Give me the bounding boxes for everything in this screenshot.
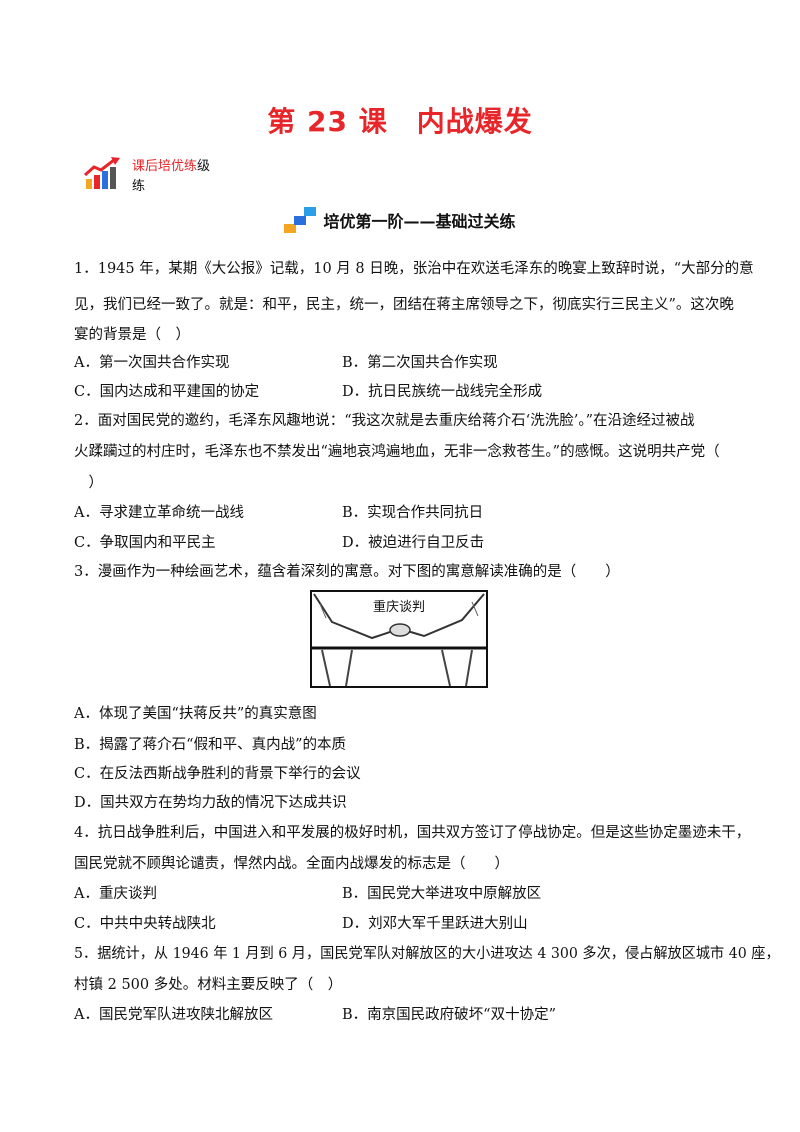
question-4-line-2: 国民党就不顾舆论谴责，悍然内战。全面内战爆发的标志是（ ） bbox=[74, 856, 509, 872]
question-5-line-2: 村镇 2 500 多处。材料主要反映了（ ） bbox=[74, 977, 343, 993]
q3-option-a[interactable]: A．体现了美国“扶蒋反共”的真实意图 bbox=[74, 706, 317, 722]
question-4-line-1: 4．抗日战争胜利后，中国进入和平发展的极好时机，国共双方签订了停战协定。但是这些… bbox=[74, 825, 751, 841]
q5-option-b[interactable]: B．南京国民政府破坏“双十协定” bbox=[342, 1007, 556, 1023]
q4-option-a[interactable]: A．重庆谈判 bbox=[74, 886, 157, 902]
section-header: 培优第一阶——基础过关练 bbox=[0, 206, 800, 234]
page-title: 第 23 课 内战爆发 bbox=[267, 105, 533, 138]
q4-option-c[interactable]: C．中共中央转战陕北 bbox=[74, 916, 216, 932]
q3-option-b[interactable]: B．揭露了蒋介石“假和平、真内战”的本质 bbox=[74, 737, 346, 753]
badge-label-red: 课后培优练 bbox=[132, 159, 198, 174]
question-2-line-3: ） bbox=[74, 475, 103, 491]
question-1-line-3: 宴的背景是（ ） bbox=[74, 327, 190, 343]
q2-option-b[interactable]: B．实现合作共同抗日 bbox=[342, 505, 484, 521]
badge-text: 课后培优练级 练 bbox=[132, 157, 242, 197]
question-2-line-2: 火蹂躏过的村庄时，毛泽东也不禁发出“遍地哀鸿遍地血，无非一念救苍生。”的感慨。这… bbox=[74, 444, 720, 460]
q2-option-d[interactable]: D．被迫进行自卫反击 bbox=[342, 535, 485, 551]
q1-option-c[interactable]: C．国内达成和平建国的协定 bbox=[74, 384, 260, 400]
q2-option-c[interactable]: C．争取国内和平民主 bbox=[74, 535, 216, 551]
question-1-line-2: 见，我们已经一致了。就是：和平，民主，统一，团结在蒋主席领导之下，彻底实行三民主… bbox=[74, 297, 734, 313]
q4-option-b[interactable]: B．国民党大举进攻中原解放区 bbox=[342, 886, 542, 902]
question-1-line-1: 1．1945 年，某期《大公报》记载，10 月 8 日晚，张治中在欢送毛泽东的晚… bbox=[74, 261, 754, 277]
q3-option-d[interactable]: D．国共双方在势均力敌的情况下达成共识 bbox=[74, 795, 347, 811]
question-5-line-1: 5．据统计，从 1946 年 1 月到 6 月，国民党军队对解放区的大小进攻达 … bbox=[74, 946, 780, 962]
badge-label-2: 练 bbox=[132, 179, 146, 194]
question-2-line-1: 2．面对国民党的邀约，毛泽东风趣地说：“我这次就是去重庆给蒋介石‘洗洗脸’。”在… bbox=[74, 413, 695, 429]
cartoon-drawing bbox=[312, 593, 486, 686]
q1-option-a[interactable]: A．第一次国共合作实现 bbox=[74, 355, 230, 371]
q2-option-a[interactable]: A．寻求建立革命统一战线 bbox=[74, 505, 244, 521]
q1-option-d[interactable]: D．抗日民族统一战线完全形成 bbox=[342, 384, 543, 400]
section-title: 培优第一阶——基础过关练 bbox=[323, 212, 516, 231]
badge-label-1: 级 bbox=[197, 159, 211, 174]
stairs-icon bbox=[284, 206, 318, 234]
q3-option-c[interactable]: C．在反法西斯战争胜利的背景下举行的会议 bbox=[74, 766, 361, 782]
cartoon-image: 重庆谈判 bbox=[310, 590, 488, 688]
growth-chart-icon bbox=[84, 157, 120, 189]
q1-option-b[interactable]: B．第二次国共合作实现 bbox=[342, 355, 498, 371]
question-3-line-1: 3．漫画作为一种绘画艺术，蕴含着深刻的寓意。对下图的寓意解读准确的是（ ） bbox=[74, 564, 620, 580]
q4-option-d[interactable]: D．刘邓大军千里跃进大别山 bbox=[342, 916, 528, 932]
q5-option-a[interactable]: A．国民党军队进攻陕北解放区 bbox=[74, 1007, 273, 1023]
cartoon-caption: 重庆谈判 bbox=[372, 600, 425, 615]
